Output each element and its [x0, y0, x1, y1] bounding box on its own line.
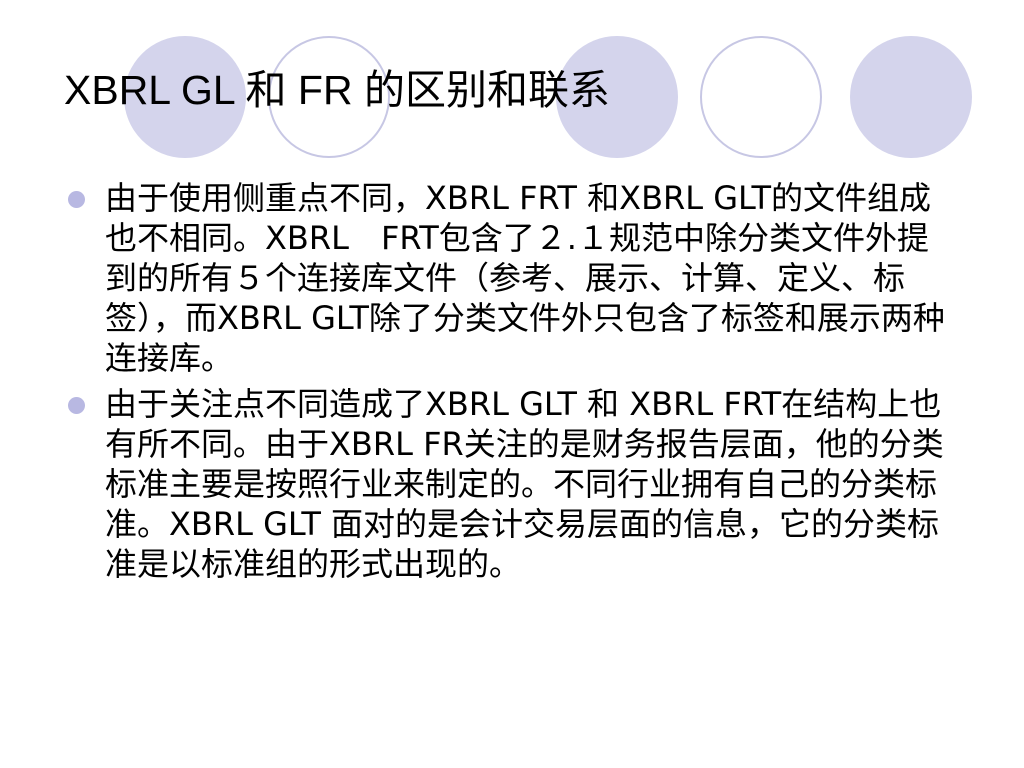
bullet-text: 由于关注点不同造成了XBRL GLT 和 XBRL FRT在结构上也有所不同。由… [105, 385, 944, 583]
decorative-circle-filled [556, 36, 678, 158]
decorative-circle-outline [700, 36, 822, 158]
bullet-item: 由于关注点不同造成了XBRL GLT 和 XBRL FRT在结构上也有所不同。由… [64, 384, 954, 584]
bullet-dot-icon [68, 191, 85, 208]
decorative-circle-outline [268, 36, 390, 158]
bullet-dot-icon [68, 397, 85, 414]
bullet-text: 由于使用侧重点不同，XBRL FRT 和XBRL GLT的文件组成也不相同。XB… [105, 179, 945, 377]
bullet-list: 由于使用侧重点不同，XBRL FRT 和XBRL GLT的文件组成也不相同。XB… [64, 178, 954, 590]
decorative-circle-filled [124, 36, 246, 158]
decorative-circle-filled [850, 36, 972, 158]
slide-title: XBRL GL 和 FR 的区别和联系 [64, 67, 610, 113]
bullet-item: 由于使用侧重点不同，XBRL FRT 和XBRL GLT的文件组成也不相同。XB… [64, 178, 954, 378]
